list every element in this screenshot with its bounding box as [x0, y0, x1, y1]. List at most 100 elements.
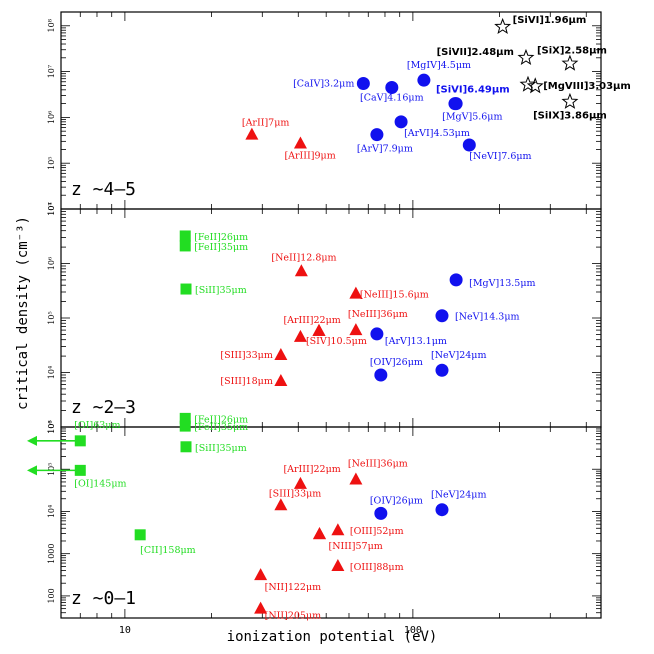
panels-group: 10⁸ 10⁷ 10⁶ 10⁵ 10⁴ z ~4–5 [ArII]7μm [ArIII]9μm… [27, 11, 631, 636]
x-tick-label: 10 [119, 625, 131, 636]
point-label: [SiIX]3.86μm [533, 111, 607, 122]
point-label: [NeV]14.3μm [455, 312, 520, 323]
marker-square [180, 441, 192, 453]
marker-triangle [349, 472, 363, 485]
point-label: [CaIV]3.2μm [293, 78, 354, 89]
y-tick-label: 10⁵ [47, 157, 56, 170]
point-label: [ArIII]22μm [283, 464, 340, 475]
point-label: [FeII]26μm [194, 232, 248, 243]
marker-circle [449, 273, 463, 287]
point-label: [NeIII]36μm [348, 459, 408, 470]
y-tick-label: 10⁶ [47, 420, 56, 433]
point-label: [OI]63μm [74, 420, 120, 431]
point-label: [ArV]7.9μm [357, 144, 413, 155]
point-label: [SiII]35μm [195, 443, 247, 454]
marker-circle [370, 128, 384, 142]
x-axis-label: ionization potential (eV) [227, 629, 438, 645]
marker-square [179, 420, 191, 432]
point-label: [CII]158μm [140, 545, 196, 556]
point-label: [MgIV]4.5μm [407, 60, 471, 71]
x-tick-label: 100 [404, 625, 422, 636]
marker-triangle [294, 264, 308, 277]
y-tick-label: 10⁸ [47, 19, 56, 32]
marker-circle [385, 80, 399, 94]
marker-triangle [274, 373, 288, 386]
marker-triangle [274, 347, 288, 360]
marker-circle [374, 506, 388, 520]
y-tick-label: 10⁶ [47, 111, 56, 124]
marker-circle [462, 138, 476, 152]
marker-triangle [254, 601, 268, 614]
y-tick-label: 10⁵ [47, 311, 56, 324]
point-label: [SiVI]6.49μm [436, 85, 510, 96]
point-label: [OIII]88μm [350, 562, 404, 573]
point-label: [NeII]12.8μm [271, 252, 336, 263]
point-label: [ArV]13.1μm [385, 336, 447, 347]
marker-square [74, 435, 86, 447]
marker-star [494, 17, 512, 35]
point-label: [FeII]35μm [194, 422, 248, 433]
marker-square [179, 240, 191, 252]
y-tick-label: 10⁷ [47, 65, 56, 78]
panel-label: z ~4–5 [71, 179, 136, 200]
marker-circle [417, 73, 431, 87]
panel-frame [60, 426, 602, 619]
point-label: [SiVI]1.96μm [513, 15, 587, 26]
y-tick-label: 10⁴ [47, 366, 56, 379]
y-tick-label: 10⁴ [47, 505, 56, 518]
upper-limit-arrowhead [27, 465, 37, 476]
y-tick-label: 100 [47, 588, 56, 603]
marker-triangle [254, 568, 268, 581]
marker-star [561, 92, 579, 109]
point-label: [NIII]57μm [329, 541, 383, 552]
y-tick-label: 1000 [47, 544, 56, 564]
y-tick-label: 10⁶ [47, 257, 56, 270]
point-label: [FeII]35μm [194, 242, 248, 253]
marker-circle [374, 368, 388, 382]
point-label: [ArIII]9μm [284, 150, 335, 161]
point-label: [NeV]24μm [431, 350, 486, 361]
y-tick-label: 10³ [47, 420, 56, 433]
point-label: [OIII]52μm [350, 526, 404, 537]
upper-limit-arrowhead [27, 435, 37, 446]
marker-star [517, 48, 535, 66]
marker-square [179, 412, 191, 424]
point-label: [ArII]7μm [242, 118, 290, 129]
point-label: [NeIII]36μm [348, 309, 408, 320]
marker-square [74, 464, 86, 476]
y-tick-label: 10⁷ [47, 202, 56, 215]
point-label: [SiVII]2.48μm [437, 47, 514, 58]
point-label: [SIII]33μm [220, 350, 272, 361]
point-label: [MgV]13.5μm [469, 278, 535, 289]
marker-square [179, 230, 191, 242]
panel-1: 10⁸ 10⁷ 10⁶ 10⁵ 10⁴ z ~4–5 [ArII]7μm [ArIII]9μm… [47, 11, 631, 216]
marker-triangle [293, 476, 307, 489]
marker-triangle [312, 323, 326, 336]
point-label: [SiII]35μm [195, 285, 247, 296]
marker-star [526, 77, 544, 94]
y-tick-label: 10⁵ [47, 463, 56, 476]
point-label: [MgVIII]3.03μm [543, 81, 631, 92]
point-label: [OI]145μm [74, 478, 126, 489]
point-label: [ArVI]4.53μm [404, 128, 470, 139]
point-label: [SiX]2.58μm [537, 46, 607, 57]
marker-square [180, 283, 192, 295]
panel-label: z ~2–3 [71, 397, 136, 418]
y-axis-label: critical density (cm⁻³) [15, 216, 31, 410]
marker-star [561, 54, 579, 71]
y-tick-label: 10⁴ [47, 202, 56, 215]
marker-circle [394, 115, 408, 129]
point-label: [OIV]26μm [370, 357, 423, 368]
point-label: [SIII]33μm [269, 488, 321, 499]
point-label: [OIV]26μm [370, 495, 423, 506]
marker-triangle [349, 286, 363, 299]
point-label: [NII]122μm [265, 582, 322, 593]
marker-triangle [293, 329, 307, 342]
point-label: [NeVI]7.6μm [469, 151, 531, 162]
marker-circle [435, 309, 449, 323]
point-label: [NII]205μm [265, 611, 322, 622]
point-label: [FeII]26μm [194, 414, 248, 425]
panel-label: z ~0–1 [71, 588, 136, 609]
